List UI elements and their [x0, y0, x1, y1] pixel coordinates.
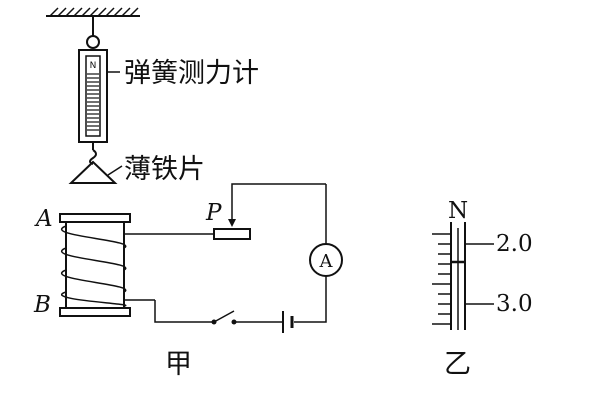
- scale-pole-n-label: N: [448, 198, 468, 224]
- ammeter: A: [309, 243, 343, 277]
- rheostat: [213, 219, 251, 240]
- battery: [282, 311, 294, 333]
- iron-sheet-leader: [107, 165, 123, 176]
- electromagnet-coil: [61, 225, 127, 307]
- spring-scale-label: 弹簧测力计: [124, 58, 259, 89]
- circuit-wires: [124, 183, 327, 323]
- scale-reading-2-0: 2.0: [496, 231, 533, 257]
- iron-sheet-hanger: [68, 160, 118, 184]
- ammeter-symbol: A: [319, 251, 334, 272]
- figure-yi-label: 乙: [444, 349, 471, 380]
- svg-text:N: N: [90, 61, 97, 71]
- ceiling-support: [46, 7, 140, 36]
- scale-closeup: [432, 222, 494, 330]
- figure-jia-label: 甲: [165, 349, 192, 380]
- scale-reading-3-0: 3.0: [496, 291, 533, 317]
- electromagnet: [59, 213, 131, 317]
- switch: [211, 310, 237, 325]
- slider-p-label: P: [205, 200, 222, 226]
- spring-scale-ticks: [87, 73, 99, 131]
- iron-sheet-label: 薄铁片: [124, 154, 205, 185]
- scale-closeup-ticks: [432, 233, 494, 325]
- terminal-b-label: B: [33, 292, 51, 318]
- terminal-a-label: A: [34, 206, 53, 232]
- spring-scale: N: [78, 35, 108, 165]
